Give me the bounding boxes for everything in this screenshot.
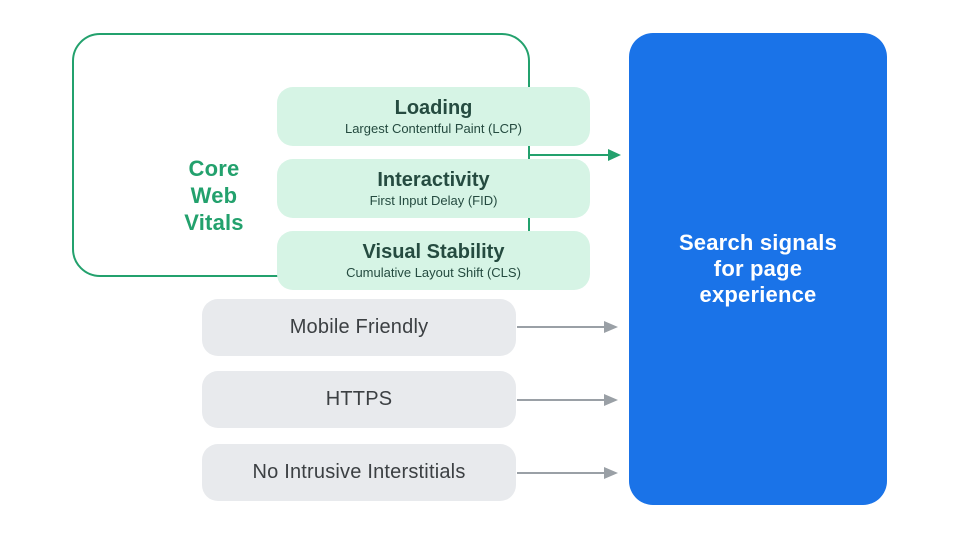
card-visual-stability: Visual Stability Cumulative Layout Shift… [277,231,590,290]
search-signals-line: for page [713,256,803,281]
card-interactivity-subtitle: First Input Delay (FID) [369,193,498,208]
core-web-vitals-label: Core Web Vitals [159,155,269,236]
arrow-core-web-vitals [530,149,621,161]
core-web-vitals-label-line: Vitals [184,210,244,235]
arrow-https [517,394,619,406]
arrow-no-intrusive-interstitials [517,467,619,479]
arrow-line [517,326,605,328]
card-visual-stability-subtitle: Cumulative Layout Shift (CLS) [346,265,521,280]
core-web-vitals-label-line: Web [190,183,238,208]
card-loading-subtitle: Largest Contentful Paint (LCP) [344,121,523,136]
arrow-line [517,399,605,401]
signal-pill-mobile-friendly: Mobile Friendly [202,299,516,356]
arrow-head-icon [604,394,618,406]
signal-pill-label: No Intrusive Interstitials [252,461,466,483]
signal-pill-no-intrusive-interstitials: No Intrusive Interstitials [202,444,516,501]
arrow-head-icon [604,321,618,333]
signal-pill-label: Mobile Friendly [289,316,429,338]
arrow-line [530,154,608,156]
card-visual-stability-title: Visual Stability [362,241,505,263]
arrow-line [517,472,605,474]
card-interactivity: Interactivity First Input Delay (FID) [277,159,590,218]
core-web-vitals-cards: Loading Largest Contentful Paint (LCP) I… [277,87,590,290]
card-loading: Loading Largest Contentful Paint (LCP) [277,87,590,146]
core-web-vitals-label-line: Core [188,156,240,181]
signal-pill-label: HTTPS [325,388,393,410]
search-signals-box: Search signals for page experience [629,33,887,505]
card-loading-title: Loading [394,97,473,119]
core-web-vitals-group: Core Web Vitals Loading Largest Contentf… [72,33,590,290]
card-interactivity-title: Interactivity [377,169,490,191]
search-signals-line: Search signals [678,230,838,255]
arrow-head-icon [608,149,621,161]
search-signals-line: experience [699,282,817,307]
arrow-head-icon [604,467,618,479]
signal-pill-https: HTTPS [202,371,516,428]
arrow-mobile-friendly [517,321,619,333]
